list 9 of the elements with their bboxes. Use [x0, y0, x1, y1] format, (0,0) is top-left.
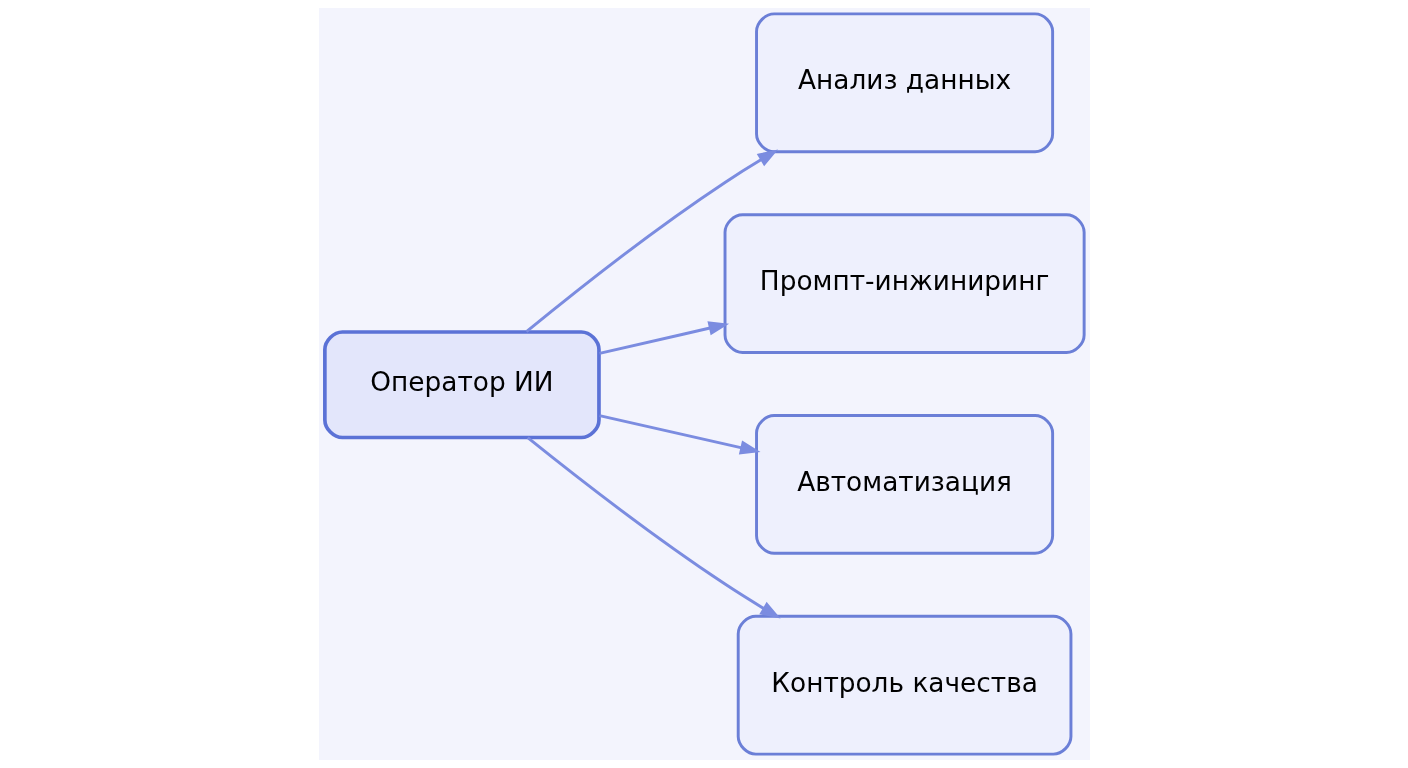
arrow [526, 436, 781, 619]
node-box: Промпт-инжиниринг [723, 213, 1086, 354]
arrow [598, 414, 760, 455]
node-box: Анализ данных [754, 12, 1054, 154]
arrow [525, 149, 778, 333]
node-box: Оператор ИИ [322, 330, 601, 440]
node-box: Автоматизация [754, 414, 1054, 555]
arrow [598, 321, 729, 355]
node-box: Контроль качества [736, 614, 1072, 756]
